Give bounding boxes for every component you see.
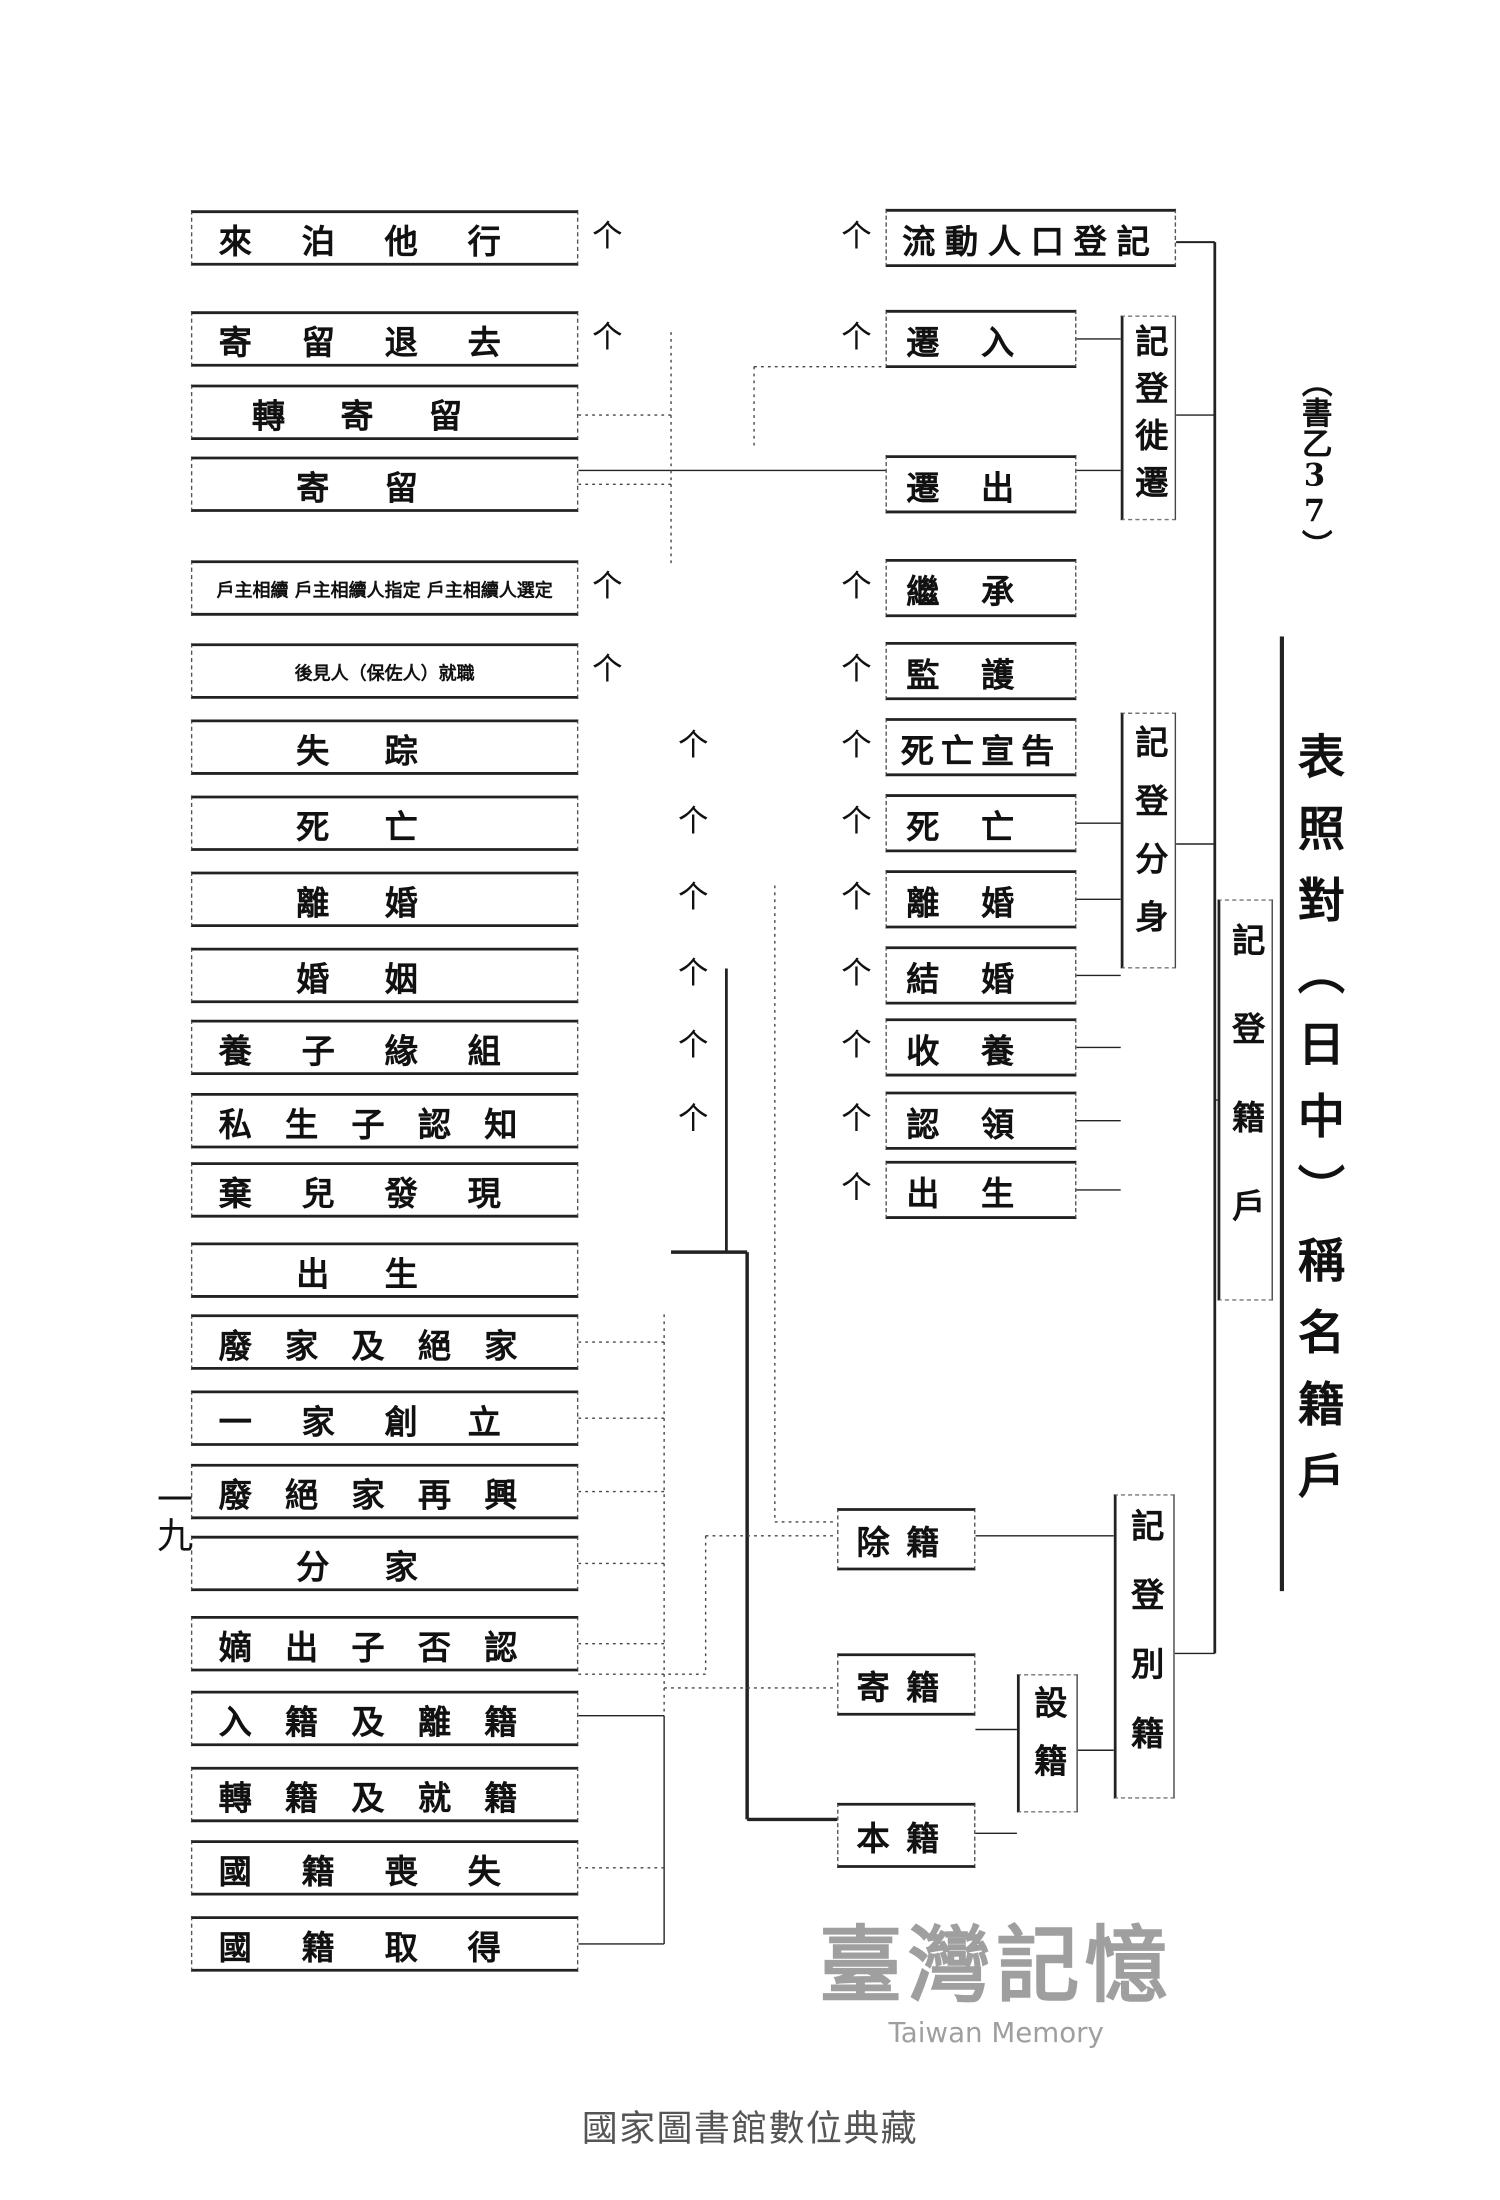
domicile-term-removed: 除籍 <box>837 1508 976 1571</box>
japanese-term: 國籍取得 <box>190 1916 579 1972</box>
japanese-term: 後見人（保佐人）就職 <box>190 643 579 699</box>
arrow-icon: 个 <box>841 1171 872 1207</box>
watermark-english: Taiwan Memory <box>888 2015 1104 2050</box>
japanese-term: 一家創立 <box>190 1390 579 1446</box>
japanese-term: 轉寄留 <box>190 384 579 440</box>
arrow-icon: 个 <box>592 219 623 255</box>
arrow-icon: 个 <box>677 881 709 916</box>
domicile-term-temporary: 寄籍 <box>837 1653 976 1716</box>
chinese-term: 遷出 <box>885 455 1077 514</box>
arrow-icon: 个 <box>841 219 872 255</box>
arrow-icon: 个 <box>677 1102 709 1138</box>
chinese-term: 結婚 <box>885 946 1077 1005</box>
category-set-domicile: 設籍 <box>1016 1674 1078 1813</box>
arrow-icon: 个 <box>841 881 872 916</box>
chinese-term: 遷入 <box>885 309 1077 369</box>
japanese-term: 養子緣組 <box>190 1019 579 1076</box>
chinese-term: 監護 <box>885 641 1077 701</box>
japanese-term: 離婚 <box>190 871 579 928</box>
arrow-icon: 个 <box>592 653 623 688</box>
chinese-term: 繼承 <box>885 558 1077 618</box>
japanese-term: 來泊他行 <box>190 210 579 266</box>
chinese-term: 離婚 <box>885 870 1077 929</box>
serial-number: （書乙37） <box>1296 366 1333 561</box>
japanese-term: 入籍及離籍 <box>190 1690 579 1747</box>
japanese-term: 私生子認知 <box>190 1093 579 1149</box>
category-household-registration: 記登籍戶 <box>1217 899 1273 1301</box>
japanese-term: 婚姻 <box>190 947 579 1004</box>
japanese-term: 廢絕家再興 <box>190 1463 579 1520</box>
japanese-term: 失踪 <box>190 719 579 775</box>
watermark-chinese: 臺灣記憶 <box>819 1917 1174 2015</box>
chinese-term: 流動人口登記 <box>885 208 1177 268</box>
category-separate-domicile: 記登別籍 <box>1113 1494 1175 1799</box>
japanese-term: 戶主相續 戶主相續人指定 戶主相續人選定 <box>190 560 579 616</box>
japanese-term: 嫡出子否認 <box>190 1616 579 1672</box>
arrow-icon: 个 <box>841 729 872 764</box>
arrow-icon: 个 <box>841 1102 872 1138</box>
japanese-term: 死亡 <box>190 795 579 851</box>
title-rule <box>1279 636 1284 1592</box>
japanese-term: 轉籍及就籍 <box>190 1766 579 1823</box>
japanese-term: 分家 <box>190 1535 579 1592</box>
arrow-icon: 个 <box>592 570 623 605</box>
category-migration: 記登徙遷 <box>1120 315 1177 521</box>
japanese-term: 國籍喪失 <box>190 1840 579 1896</box>
page-number: 一九 <box>150 1480 193 1553</box>
japanese-term: 寄留退去 <box>190 311 579 367</box>
japanese-term: 寄留 <box>190 456 579 512</box>
chinese-term: 出生 <box>885 1160 1077 1219</box>
arrow-icon: 个 <box>677 805 709 840</box>
arrow-icon: 个 <box>841 1029 872 1064</box>
arrow-icon: 个 <box>677 729 709 764</box>
page-title: 表照對（日中）稱名籍戶 <box>1288 731 1345 1524</box>
arrow-icon: 个 <box>592 320 623 356</box>
arrow-icon: 个 <box>677 957 709 993</box>
chinese-term: 認領 <box>885 1091 1077 1150</box>
japanese-term: 出生 <box>190 1242 579 1298</box>
arrow-icon: 个 <box>841 957 872 993</box>
chinese-term: 死亡宣告 <box>885 718 1077 777</box>
arrow-icon: 个 <box>841 570 872 605</box>
japanese-term: 廢家及絕家 <box>190 1314 579 1370</box>
chinese-term: 死亡 <box>885 794 1077 853</box>
footer-credit: 國家圖書館數位典藏 <box>581 2108 919 2151</box>
category-status: 記登分身 <box>1120 712 1177 969</box>
arrow-icon: 个 <box>677 1029 709 1064</box>
arrow-icon: 个 <box>841 653 872 688</box>
watermark: 臺灣記憶 Taiwan Memory <box>775 1916 1218 2061</box>
chinese-term: 收養 <box>885 1018 1077 1077</box>
arrow-icon: 个 <box>841 320 872 356</box>
domicile-term-permanent: 本籍 <box>837 1802 976 1868</box>
arrow-icon: 个 <box>841 805 872 840</box>
japanese-term: 棄兒發現 <box>190 1162 579 1218</box>
